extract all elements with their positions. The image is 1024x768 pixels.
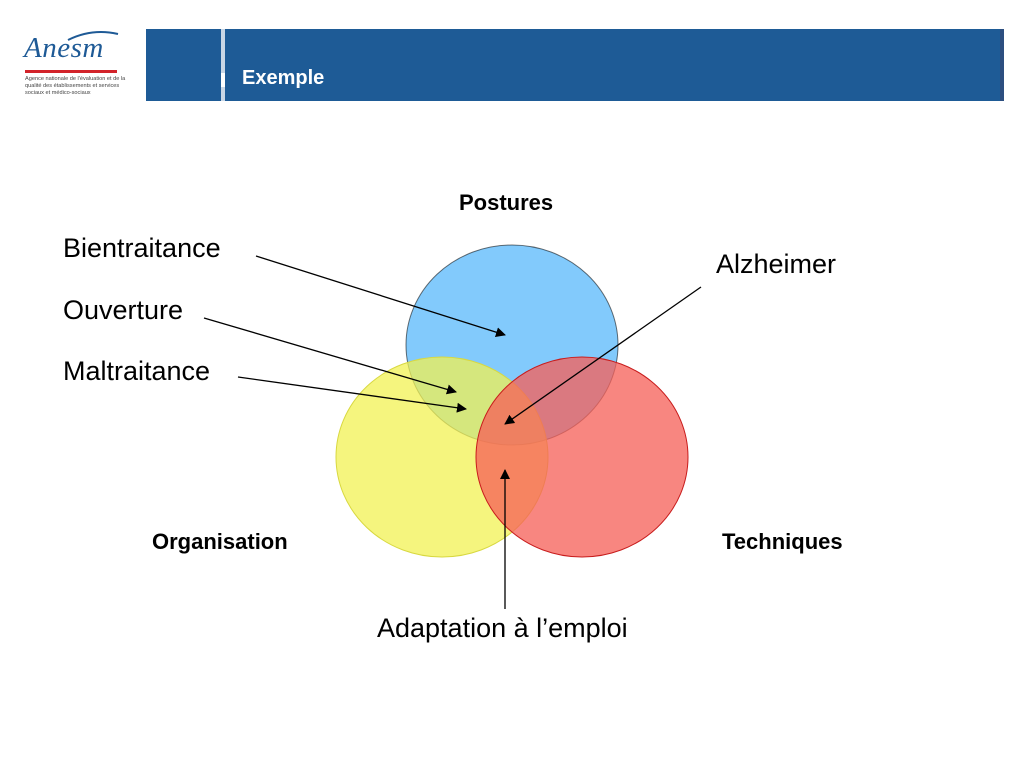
logo-red-rule — [25, 70, 117, 73]
arrow-ouverture — [203, 317, 457, 395]
label-ouverture: Ouverture — [63, 295, 184, 325]
arrow-maltraitance — [237, 376, 467, 413]
circle-techniques — [475, 356, 689, 558]
header-band: Exemple — [146, 29, 1004, 101]
arrow-bientraitance — [255, 255, 506, 338]
header-edge — [1000, 29, 1004, 101]
label-postures: Postures — [459, 190, 554, 215]
label-bientraitance: Bientraitance — [63, 233, 221, 263]
label-adaptation-emploi: Adaptation à l’emploi — [377, 613, 628, 643]
label-organisation: Organisation — [152, 529, 288, 554]
arrow-alzheimer — [504, 286, 702, 425]
label-maltraitance: Maltraitance — [63, 356, 211, 386]
anesm-logo: Anesm Agence nationale de l'évaluation e… — [20, 28, 125, 108]
header-separator — [221, 29, 225, 101]
label-alzheimer: Alzheimer — [716, 249, 837, 279]
logo-wordmark: Anesm — [24, 32, 104, 64]
logo-caption: Agence nationale de l'évaluation et de l… — [25, 76, 126, 96]
logo-swoosh-icon — [67, 31, 119, 41]
label-techniques: Techniques — [722, 529, 843, 554]
page-title: Exemple — [242, 67, 325, 89]
header-tick — [221, 73, 225, 87]
